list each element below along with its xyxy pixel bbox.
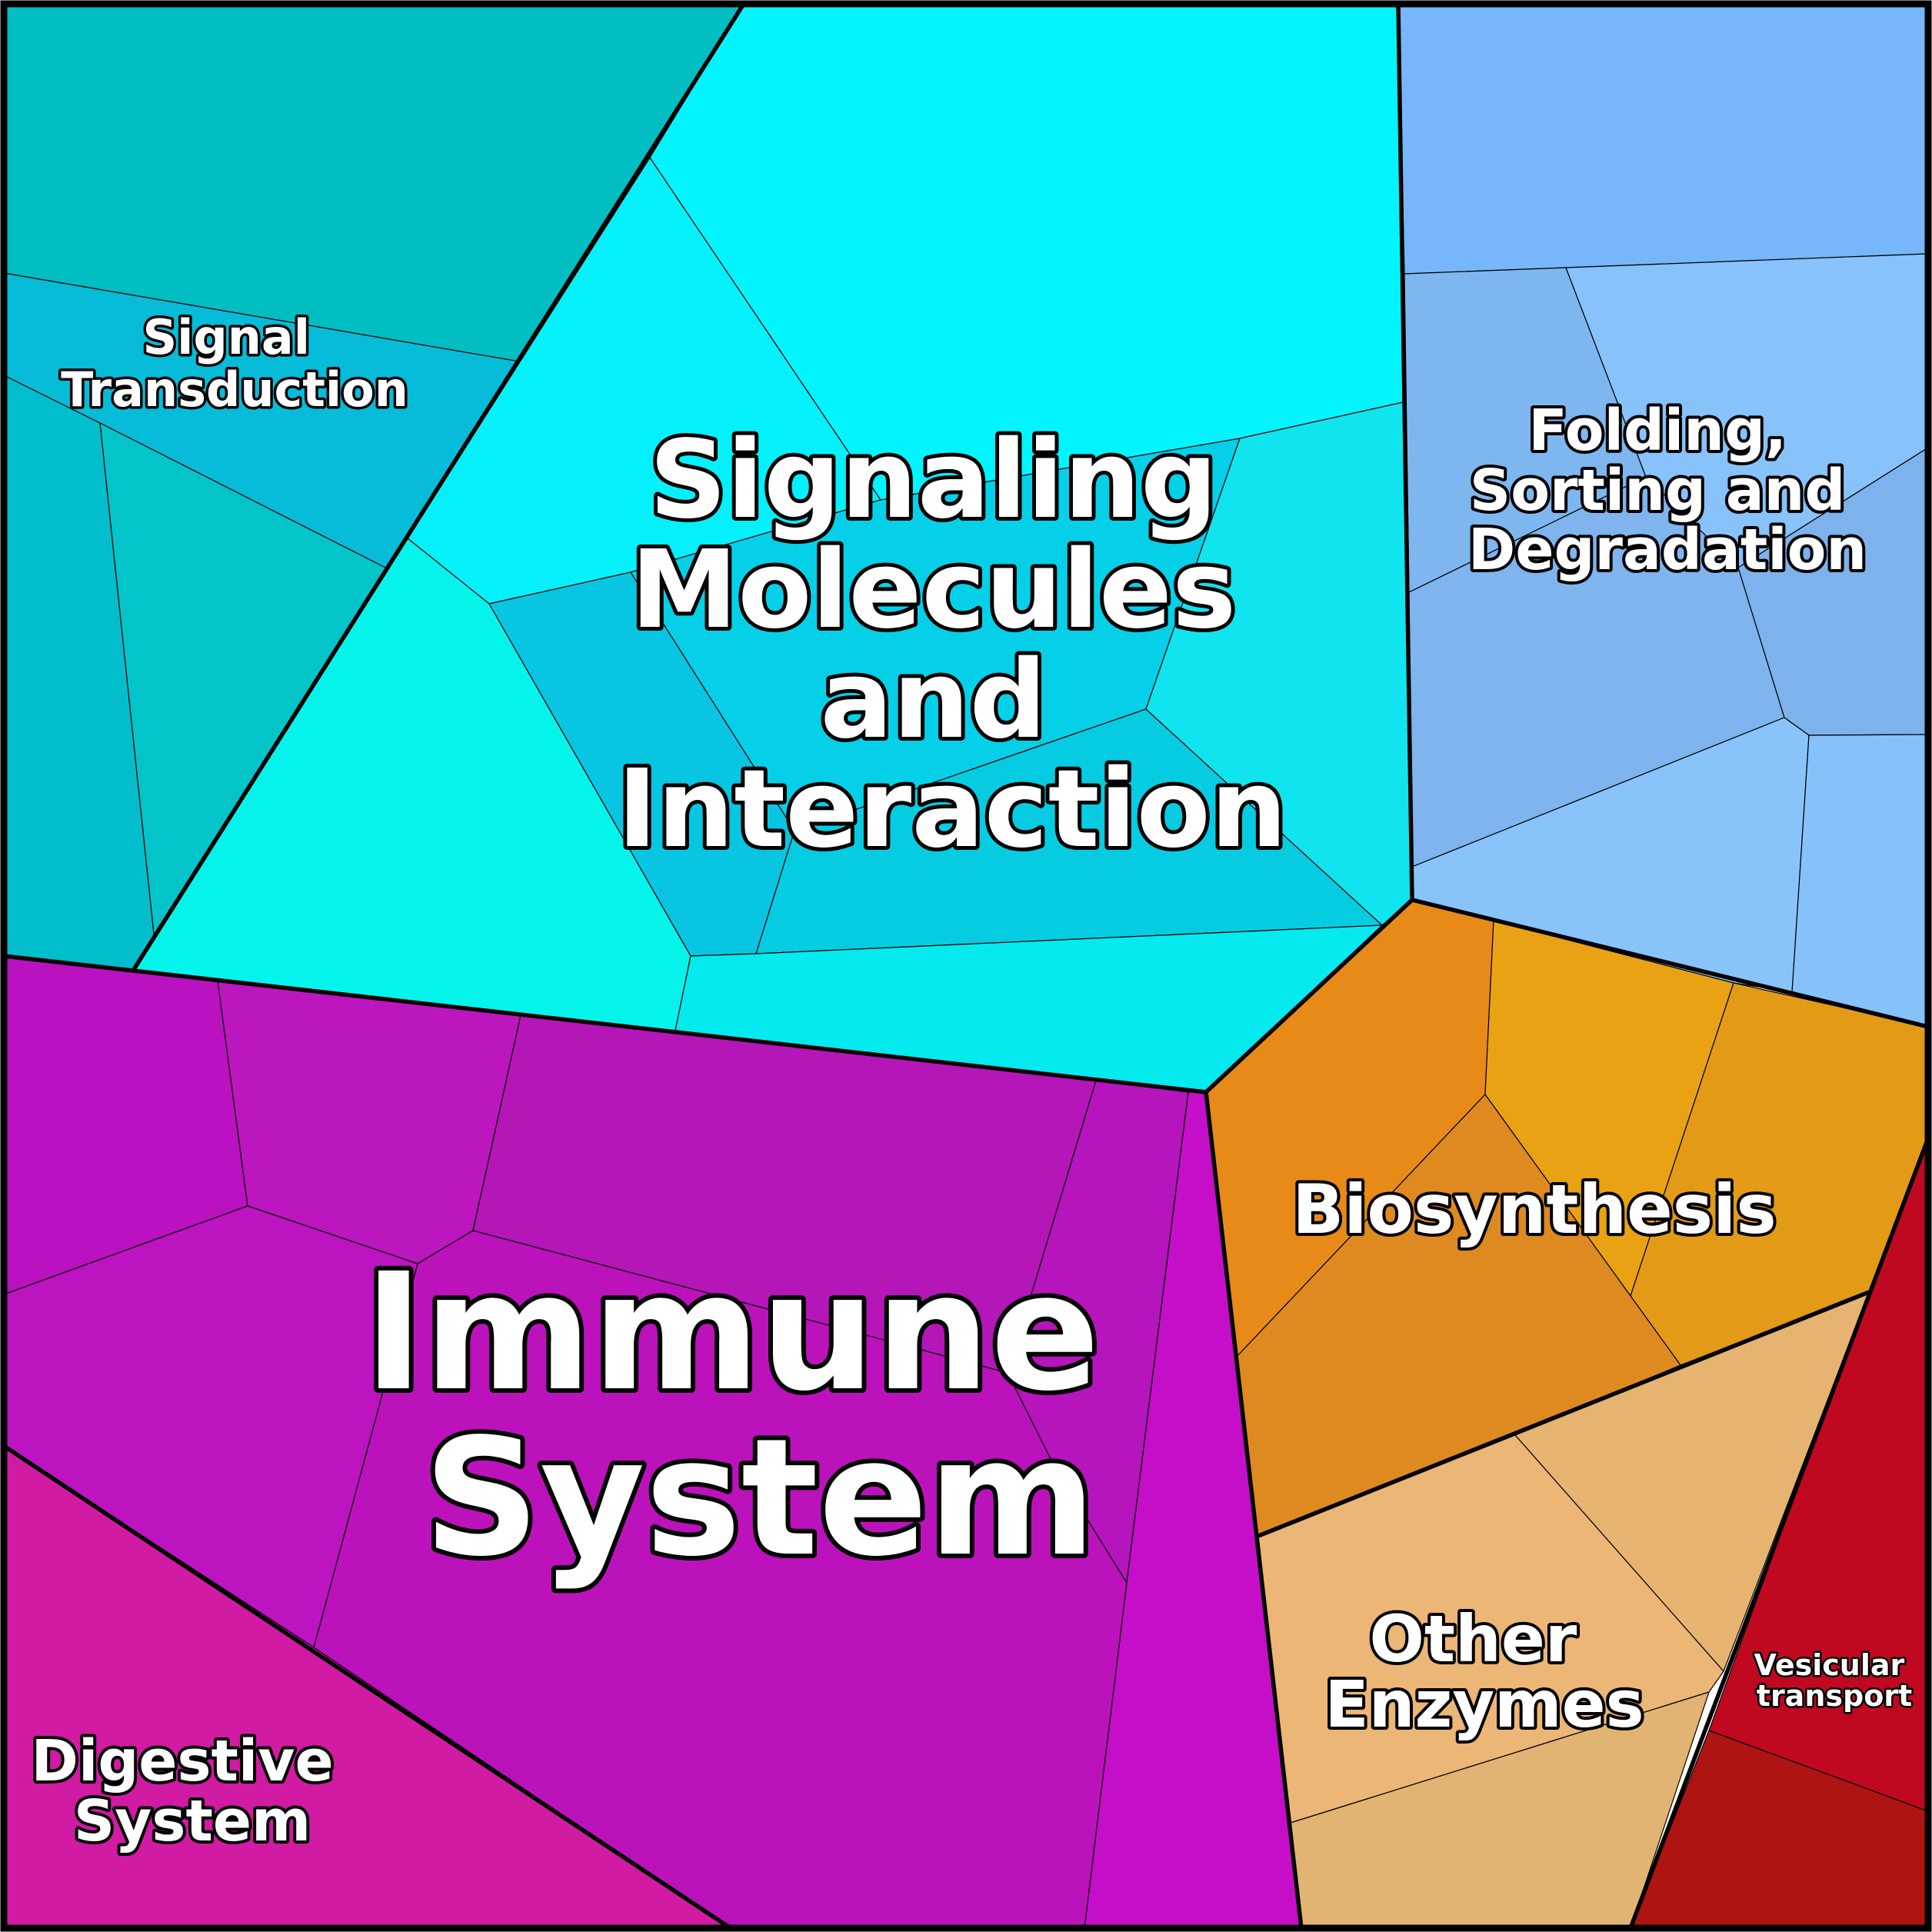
- region-folding-sorting: [1397, 3, 1929, 1028]
- border: [131, 2, 746, 972]
- label-vesicular-transport: Vesicular transport: [1754, 1648, 1915, 1713]
- region-biosynthesis: [1205, 899, 1929, 1537]
- cell: [1397, 3, 1929, 275]
- border: [2, 1444, 732, 1930]
- label-other-enzymes: Other Enzymes: [1324, 1601, 1644, 1742]
- category-labels: Signal Transduction Signaling Molecules …: [28, 307, 1915, 1858]
- label-folding-sorting: Folding, Sorting and Degradation: [1468, 398, 1867, 583]
- label-digestive-system: Digestive System: [32, 1728, 354, 1854]
- region-other-enzymes: [1257, 1291, 1870, 1929]
- border: [1396, 3, 1929, 1029]
- label-immune-system: Immune System: [364, 1238, 1156, 1592]
- cell: [1791, 734, 1929, 1028]
- label-biosynthesis: Biosynthesis: [1292, 1170, 1776, 1249]
- border: [1628, 1138, 1930, 1929]
- border: [1204, 1091, 1304, 1929]
- label-signaling-molecules: Signaling Molecules and Interaction: [618, 418, 1287, 872]
- region-signal-transduction: [3, 3, 745, 971]
- label-signal-transduction: Signal Transduction: [61, 309, 408, 418]
- border: [1257, 1290, 1870, 1538]
- region-immune-system: [3, 955, 1302, 1929]
